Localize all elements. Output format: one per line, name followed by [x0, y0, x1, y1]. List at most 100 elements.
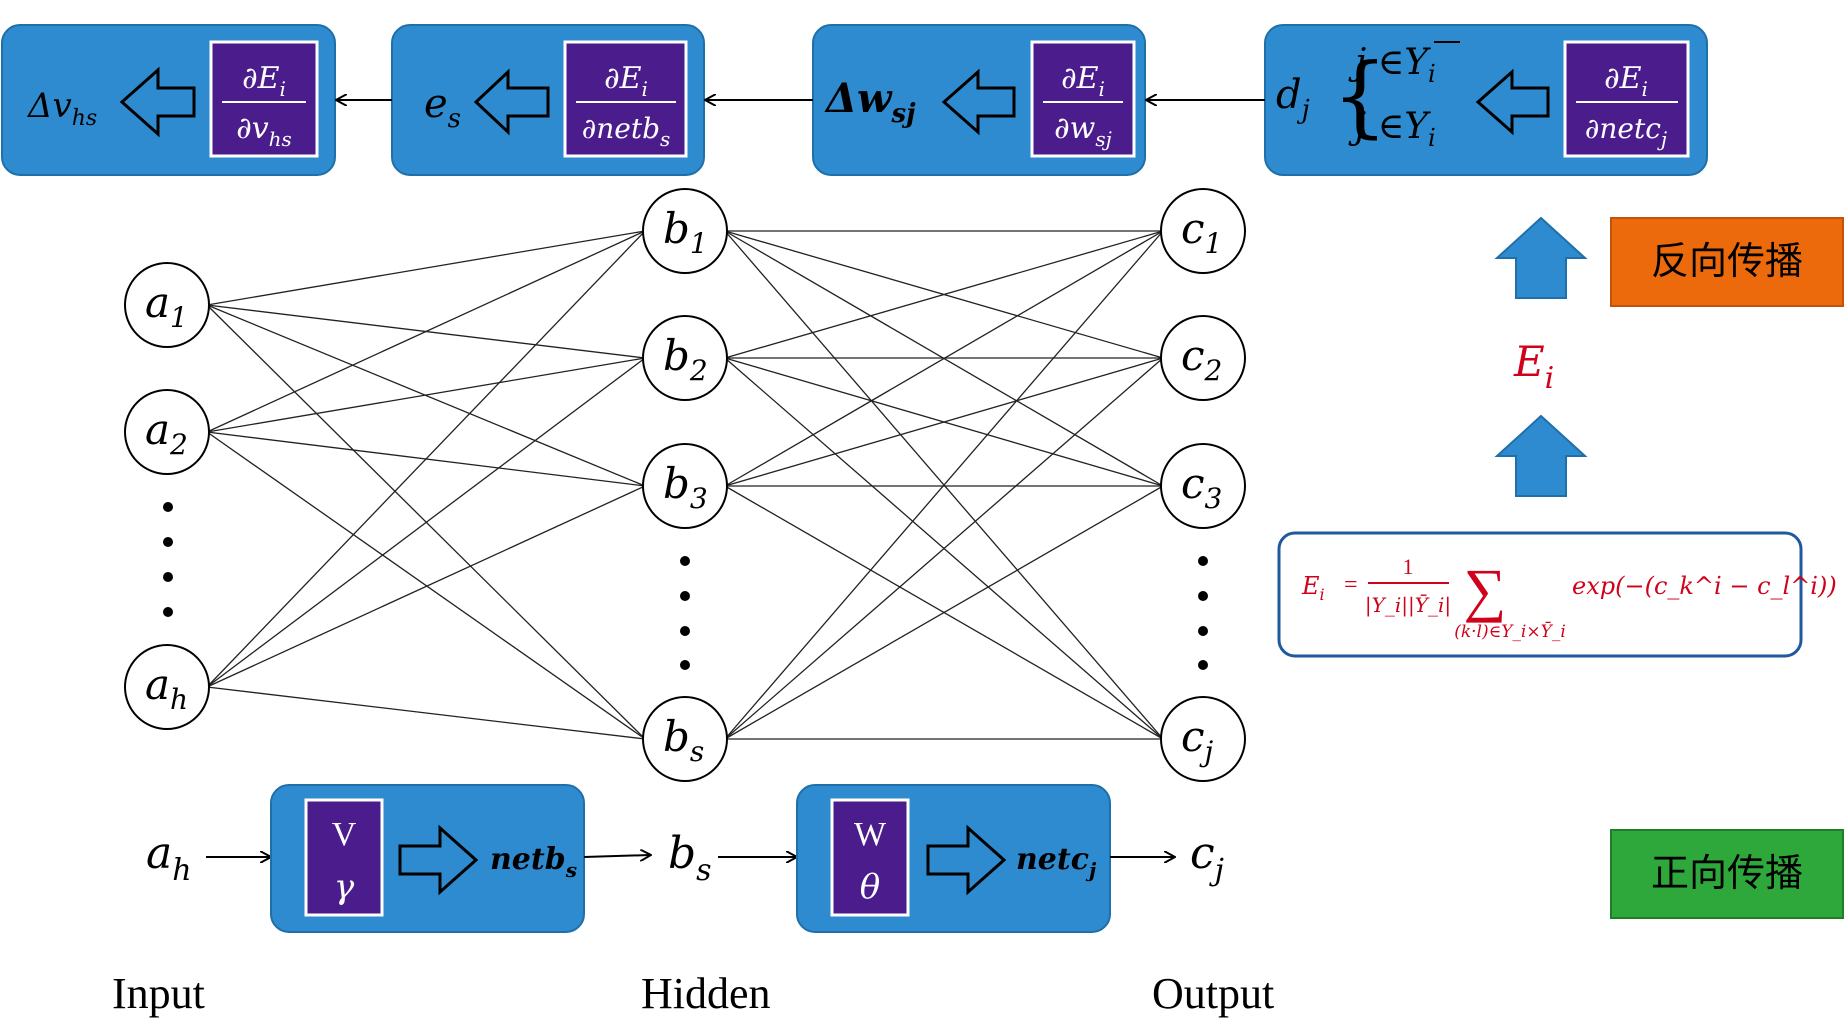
svg-text:bs: bs — [668, 828, 712, 888]
node-label: b2 — [663, 331, 708, 387]
svg-text:dj: dj — [1276, 72, 1310, 125]
equals-sign: = — [1344, 572, 1358, 598]
bias-gamma: γ — [334, 867, 355, 907]
formula-body: exp(−(c_k^i − c_l^i)) — [1572, 572, 1837, 600]
node-a-h: ah — [124, 644, 210, 730]
forward-output-base: c — [1190, 828, 1215, 879]
input-layer-label: Input — [112, 969, 205, 1018]
edge — [206, 230, 646, 306]
backprop-box-d: dj { j ∈Yi j ∈Yi ∂Ei ∂netcj — [1264, 24, 1708, 176]
brace-icon: { — [1332, 44, 1388, 147]
svg-text:Ei: Ei — [1513, 337, 1554, 396]
formula-lhs-sub: i — [1320, 585, 1325, 604]
frac-den: ∂w — [1054, 111, 1096, 146]
frac-num-sub: i — [642, 77, 648, 101]
forward-row: ah V γ netbs bs W θ netcj cj — [146, 784, 1224, 933]
hollow-right-arrow-icon — [398, 824, 479, 896]
output-layer-label: Output — [1152, 969, 1274, 1018]
error-formula: Ei = 1 |Y_i||Ȳ_i| ∑ (k·l)∈Y_i×Ȳ_i exp(−(… — [1277, 531, 1837, 658]
forward-box-v: V γ netbs — [270, 784, 585, 933]
svg-text:netbs: netbs — [490, 842, 577, 882]
edge — [206, 686, 646, 740]
block-up-arrow-icon — [1494, 414, 1588, 497]
forward-label: 正向传播 — [1651, 851, 1803, 895]
result-base: d — [1276, 72, 1302, 118]
edge — [724, 485, 1164, 740]
node-label: a2 — [145, 405, 188, 461]
svg-text:ah: ah — [146, 828, 192, 888]
hollow-left-arrow-icon — [473, 68, 550, 136]
result-base: e — [424, 81, 448, 127]
formula-lhs: E — [1301, 572, 1320, 600]
frac-den-sub: hs — [269, 127, 292, 151]
backprop-box-delta-v: Δv hs ∂Ei ∂vhs — [1, 24, 336, 176]
case-set-sub: i — [1428, 60, 1436, 88]
edge — [206, 485, 646, 688]
forward-input-sub: h — [172, 853, 191, 888]
edge — [724, 230, 1164, 740]
case-var: j ∈ — [1348, 106, 1404, 147]
svg-text:es: es — [424, 81, 461, 134]
svg-text:∂netcj: ∂netcj — [1585, 112, 1667, 151]
bias-theta: θ — [860, 867, 880, 907]
frac-den-sub: sj — [1095, 127, 1111, 151]
edge — [724, 230, 1164, 359]
node-b-2: b2 — [642, 315, 728, 401]
weight-v: V — [332, 816, 357, 853]
svg-text:∂Ei: ∂Ei — [242, 61, 286, 101]
backprop-box-delta-w: Δwsj ∂Ei ∂wsj — [812, 24, 1146, 176]
hidden-layer-label: Hidden — [641, 969, 771, 1018]
node-label: b1 — [663, 204, 708, 260]
svg-text:netcj: netcj — [1016, 842, 1097, 882]
case-set-sub: i — [1428, 124, 1436, 152]
netc: netc — [1016, 842, 1089, 877]
node-label: c1 — [1181, 204, 1222, 260]
netb: netb — [490, 842, 566, 877]
formula-frac-den: |Y_i||Ȳ_i| — [1365, 593, 1451, 618]
forward-input-base: a — [146, 828, 172, 879]
block-up-arrow-icon — [1494, 216, 1588, 299]
result-base: Δv — [26, 86, 72, 126]
node-b-s: bs — [642, 696, 728, 782]
frac-num: ∂E — [1604, 61, 1642, 96]
frac-num-sub: i — [1642, 77, 1648, 101]
netb-sub: s — [565, 858, 577, 882]
forward-mid-sub: s — [696, 853, 711, 888]
arrow-right — [583, 855, 650, 857]
hollow-left-arrow-icon — [119, 66, 196, 138]
node-a-1: a1 — [124, 262, 210, 348]
node-a-2: a2 — [124, 389, 210, 475]
forward-propagation-legend: 正向传播 — [1610, 829, 1844, 919]
backward-label: 反向传播 — [1651, 239, 1803, 283]
weight-w: W — [854, 816, 887, 853]
case-set: Y — [1404, 42, 1431, 83]
node-label: bs — [663, 712, 704, 768]
hollow-right-arrow-icon — [926, 824, 1007, 896]
svg-text:j ∈Yi: j ∈Yi — [1348, 106, 1436, 152]
svg-text:∂Ei: ∂Ei — [604, 61, 648, 101]
network-edges — [206, 230, 1164, 740]
svg-text:∂wsj: ∂wsj — [1054, 111, 1112, 151]
hollow-left-arrow-icon — [941, 68, 1016, 136]
svg-text:∂vhs: ∂vhs — [236, 111, 292, 151]
frac-num: ∂E — [1061, 61, 1099, 96]
edge — [206, 431, 646, 740]
node-label: a1 — [145, 278, 188, 334]
frac-den-sub: j — [1657, 127, 1667, 151]
edge — [724, 357, 1164, 487]
case-set: Y — [1404, 106, 1431, 147]
error-base: E — [1513, 337, 1545, 386]
node-c-2: c2 — [1160, 315, 1246, 401]
formula-frac-num: 1 — [1403, 554, 1414, 579]
frac-num-sub: i — [280, 77, 286, 101]
result-sub: sj — [890, 99, 916, 129]
backward-propagation-legend: 反向传播 — [1610, 217, 1844, 307]
node-label: c3 — [1181, 459, 1222, 515]
node-label: b3 — [663, 459, 708, 515]
node-b-1: b1 — [642, 188, 728, 274]
node-label: ah — [145, 660, 188, 716]
node-b-3: b3 — [642, 443, 728, 529]
svg-text:∂Ei: ∂Ei — [1061, 61, 1105, 101]
